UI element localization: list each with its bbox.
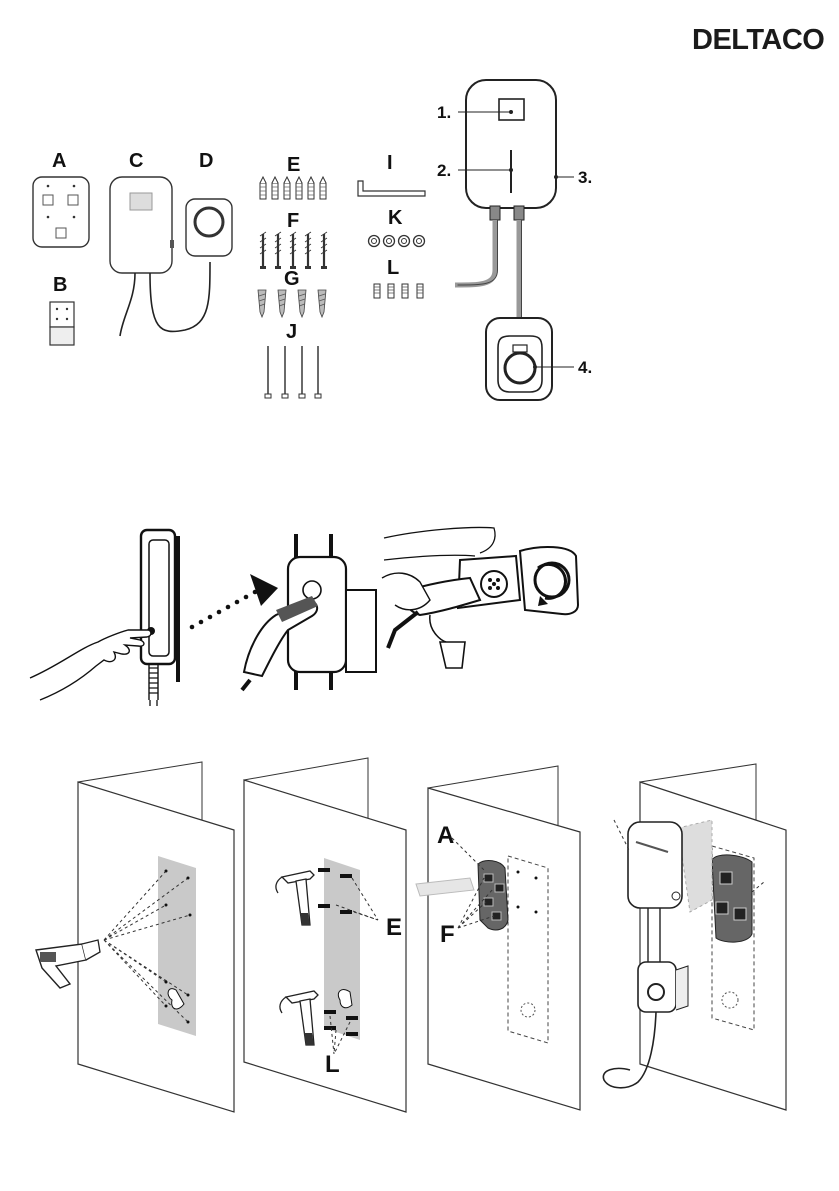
label-part-b: B — [53, 274, 67, 296]
part-j-bolts — [265, 346, 321, 398]
label-part-j: J — [286, 321, 297, 343]
callout-2: 2. — [437, 161, 451, 180]
install-label-e: E — [386, 914, 402, 941]
callout-4: 4. — [578, 358, 592, 377]
part-l-anchors — [374, 284, 423, 298]
part-d-socket-holder — [186, 199, 232, 256]
label-part-d: D — [199, 150, 213, 172]
install-label-l: L — [325, 1051, 340, 1078]
callout-3: 3. — [578, 168, 592, 187]
label-part-f: F — [287, 210, 299, 232]
label-part-a: A — [52, 150, 66, 172]
usage-car-port — [382, 527, 578, 668]
part-i-allen-key — [358, 181, 425, 196]
usage-dotted-arrow — [190, 574, 278, 629]
part-f-screws — [260, 232, 327, 269]
label-part-g: G — [284, 268, 300, 290]
part-b-bracket — [50, 302, 74, 345]
callout-1: 1. — [437, 103, 451, 122]
install-step-drill — [36, 762, 234, 1112]
install-step-mount-charger — [603, 764, 786, 1110]
usage-press-button — [30, 530, 178, 706]
usage-plug-holder — [242, 534, 376, 690]
label-part-e: E — [287, 154, 300, 176]
part-g-screws — [258, 290, 326, 317]
install-label-f: F — [440, 921, 455, 948]
label-part-l: L — [387, 257, 399, 279]
install-label-a: A — [437, 822, 454, 849]
charger-overview — [455, 80, 574, 400]
part-k-washers — [369, 236, 425, 247]
label-part-k: K — [388, 207, 403, 229]
label-part-c: C — [129, 150, 143, 172]
part-e-screws — [260, 177, 326, 199]
label-part-i: I — [387, 152, 393, 174]
part-a-wall-plate — [33, 177, 89, 247]
